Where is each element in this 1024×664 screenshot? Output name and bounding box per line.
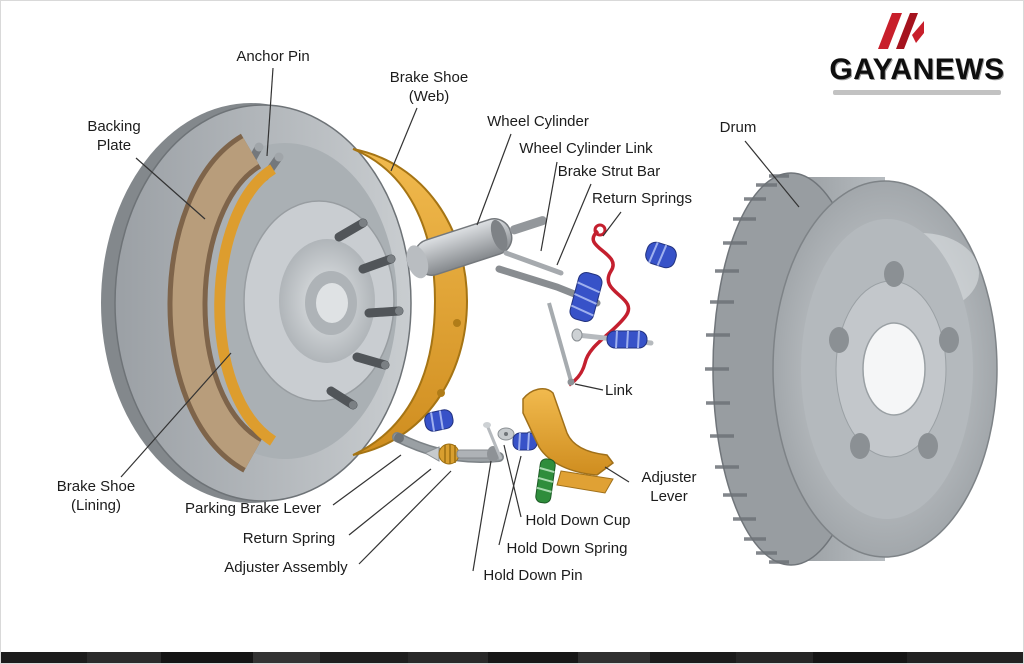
leader-adjuster-lever: [604, 466, 630, 483]
label-hold-down-spring: Hold Down Spring: [506, 540, 628, 557]
label-adjuster-assembly: Adjuster Assembly: [224, 559, 348, 576]
bottom-strip-segment: [252, 652, 321, 663]
label-brake-shoe-lining: Brake Shoe (Lining): [56, 478, 136, 514]
leader-adjuster-assembly: [358, 470, 452, 565]
bottom-strip-segment: [86, 652, 161, 663]
bottom-strip-segment: [320, 652, 409, 663]
wheel-cylinder-link-illustration: [503, 250, 564, 276]
bottom-strip-segment: [813, 652, 908, 663]
return-spring-wire-illustration: [568, 223, 631, 387]
leader-brake-shoe-web: [390, 107, 418, 172]
bottom-strip-segment: [577, 652, 650, 663]
leader-lines: [120, 67, 800, 572]
bottom-strip-segment: [408, 652, 489, 663]
leader-wheel-cylinder-link: [540, 161, 558, 252]
adjuster-lever-illustration: [522, 388, 615, 494]
gayanews-logo: GAYANEWS: [821, 11, 1013, 95]
leader-drum: [744, 140, 800, 208]
bottom-strip-segment: [1, 652, 87, 663]
drum-fins: [705, 174, 789, 564]
label-return-springs: Return Springs: [591, 190, 693, 207]
label-parking-brake-lever: Parking Brake Lever: [185, 500, 321, 517]
bottom-strip-segment: [649, 652, 736, 663]
label-link: Link: [605, 382, 633, 399]
leader-return-springs: [602, 211, 622, 237]
bottom-strip-segment: [160, 652, 253, 663]
stud-tips: [349, 219, 403, 409]
leader-brake-strut-bar: [556, 183, 592, 266]
logo-wordmark: GAYANEWS: [829, 53, 1005, 86]
leader-return-spring: [348, 468, 432, 536]
bottom-strip-segment: [907, 652, 1023, 663]
logo-slash-icon: [878, 13, 924, 49]
label-hold-down-cup: Hold Down Cup: [525, 512, 631, 529]
label-brake-strut-bar: Brake Strut Bar: [557, 163, 661, 180]
leader-wheel-cylinder: [476, 133, 512, 226]
bottom-strip-segment: [488, 652, 578, 663]
adjuster-assembly-illustration: [423, 443, 499, 465]
drum-lug-holes: [829, 261, 959, 459]
brake-shoe-lining-illustration: [167, 133, 277, 473]
bottom-thumbnail-strip: [1, 652, 1023, 663]
green-spring-illustration: [535, 458, 556, 504]
label-hold-down-pin: Hold Down Pin: [483, 567, 583, 584]
leader-hold-down-cup: [503, 444, 522, 518]
label-adjuster-lever: Adjuster Lever: [641, 469, 697, 505]
return-spring-illustration: [424, 409, 454, 432]
drum-illustration: [705, 172, 998, 566]
leader-hold-down-spring: [498, 455, 522, 546]
label-return-spring: Return Spring: [242, 530, 336, 547]
leader-brake-shoe-lining: [120, 352, 232, 478]
label-backing-plate: Backing Plate: [87, 118, 141, 154]
leader-hold-down-pin: [472, 460, 492, 572]
logo-tagline-bar: [833, 90, 1001, 95]
leader-link: [574, 383, 604, 391]
label-drum: Drum: [719, 119, 757, 136]
label-brake-shoe-web: Brake Shoe (Web): [389, 69, 469, 105]
label-anchor-pin: Anchor Pin: [236, 48, 310, 65]
hub-illustration: [243, 200, 404, 410]
wheel-cylinder-illustration: [406, 216, 547, 279]
label-wheel-cylinder-link: Wheel Cylinder Link: [519, 140, 653, 157]
link-illustration: [547, 302, 575, 386]
leader-parking-brake-lever: [332, 454, 402, 506]
bottom-strip-segment: [735, 652, 814, 663]
leader-backing-plate: [135, 157, 206, 220]
label-wheel-cylinder: Wheel Cylinder: [487, 113, 589, 130]
leader-anchor-pin: [266, 67, 274, 157]
return-springs-illustration: [569, 241, 677, 349]
wheel-studs: [326, 218, 404, 410]
